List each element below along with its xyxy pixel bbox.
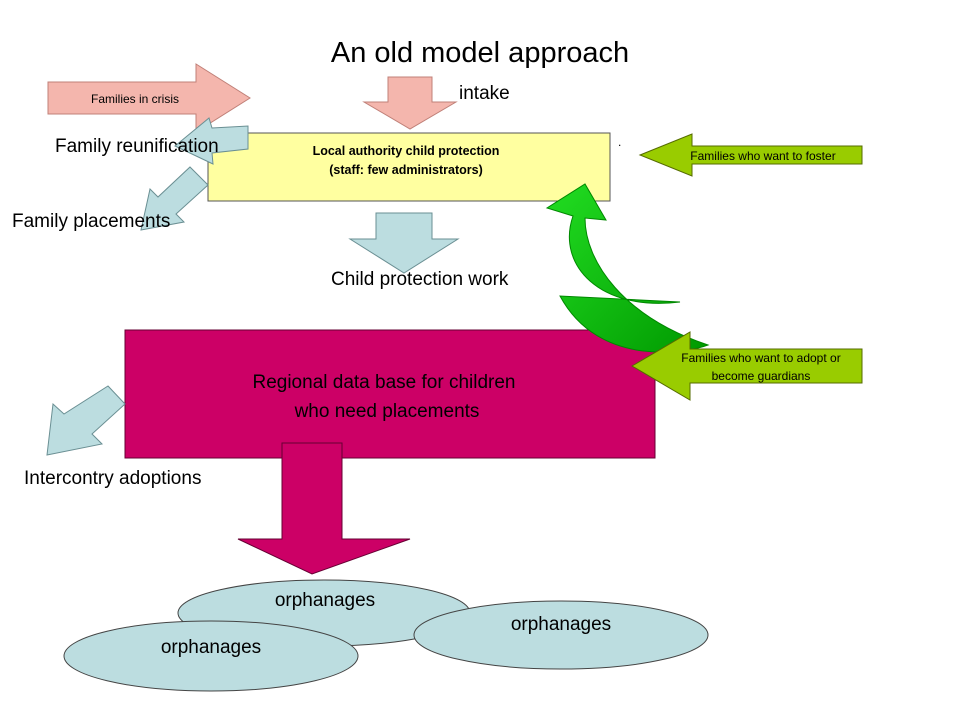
regional-database-box <box>124 329 656 459</box>
child-protection-work-label: Child protection work <box>331 269 509 290</box>
local-authority-line1: Local authority child protection <box>313 144 500 158</box>
intake-arrow <box>362 76 458 130</box>
page-title: An old model approach <box>331 37 629 69</box>
family-placements-label: Family placements <box>12 211 170 232</box>
intercountry-adoptions-label: Intercontry adoptions <box>24 468 201 489</box>
local-authority-line2: (staff: few administrators) <box>329 163 483 177</box>
database-down-arrow <box>237 442 411 575</box>
orphanage-label-left: orphanages <box>161 637 261 658</box>
families-foster-arrow <box>638 133 863 177</box>
local-authority-box <box>207 132 611 202</box>
orphanage-label-right: orphanages <box>511 614 611 635</box>
families-adopt-line2: become guardians <box>712 369 811 383</box>
families-foster-label: Families who want to foster <box>690 149 835 163</box>
stray-dot: . <box>618 135 621 149</box>
family-reunification-label: Family reunification <box>55 136 219 157</box>
regional-database-line1: Regional data base for children <box>252 372 515 393</box>
orphanage-ellipse-left <box>63 620 359 692</box>
regional-database-line2: who need placements <box>294 401 480 422</box>
families-in-crisis-arrow <box>47 63 251 133</box>
families-in-crisis-label: Families in crisis <box>91 92 179 106</box>
intercountry-arrow <box>46 385 126 456</box>
child-protection-arrow <box>348 212 460 274</box>
orphanage-ellipse-right <box>413 600 709 670</box>
families-adopt-line1: Families who want to adopt or <box>681 351 840 365</box>
green-curved-arrow <box>545 183 710 353</box>
orphanage-label-top: orphanages <box>275 590 375 611</box>
family-placements-arrow <box>140 166 209 231</box>
intake-label: intake <box>459 83 510 104</box>
families-adopt-arrow <box>631 331 863 401</box>
family-reunification-arrow <box>174 117 249 165</box>
